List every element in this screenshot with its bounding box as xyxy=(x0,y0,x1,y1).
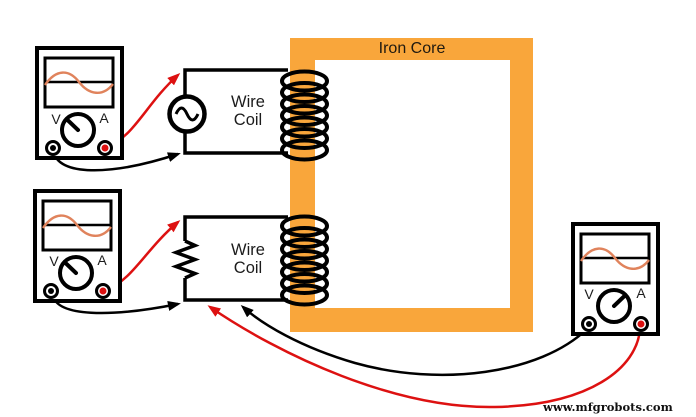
secondary-ammeter xyxy=(571,222,660,336)
ac-sine-glyph xyxy=(174,106,200,122)
secondary-box-outline-top xyxy=(183,215,288,241)
iron-core xyxy=(290,38,533,332)
meter3-amps-label: A xyxy=(636,285,646,301)
meter1-volts-label: V xyxy=(51,111,61,127)
meter3-red-lead xyxy=(207,305,642,409)
secondary-coil-box xyxy=(170,215,288,302)
primary-coil-label: Wire Coil xyxy=(231,93,265,129)
watermark: www.mfgrobots.com xyxy=(543,400,673,414)
knob-pointer xyxy=(612,293,627,308)
resistor-icon xyxy=(170,239,201,280)
meter2-volts-label: V xyxy=(49,253,59,269)
secondary-winding xyxy=(280,214,329,307)
primary-coil-box xyxy=(167,68,288,155)
primary-voltmeter xyxy=(35,46,124,160)
meter2-amps-label: A xyxy=(97,252,107,268)
knob-pointer xyxy=(63,260,78,275)
secondary-coil-label: Wire Coil xyxy=(231,241,265,277)
primary-winding xyxy=(280,69,329,162)
secondary-box-outline-bottom xyxy=(183,278,288,302)
secondary-voltmeter xyxy=(33,189,122,303)
iron-core-label: Iron Core xyxy=(378,40,446,57)
meter3-volts-label: V xyxy=(584,286,594,302)
iron-core-window xyxy=(315,60,510,308)
knob-pointer xyxy=(65,117,80,132)
meter3-black-lead xyxy=(240,305,588,377)
meter1-amps-label: A xyxy=(99,110,109,126)
